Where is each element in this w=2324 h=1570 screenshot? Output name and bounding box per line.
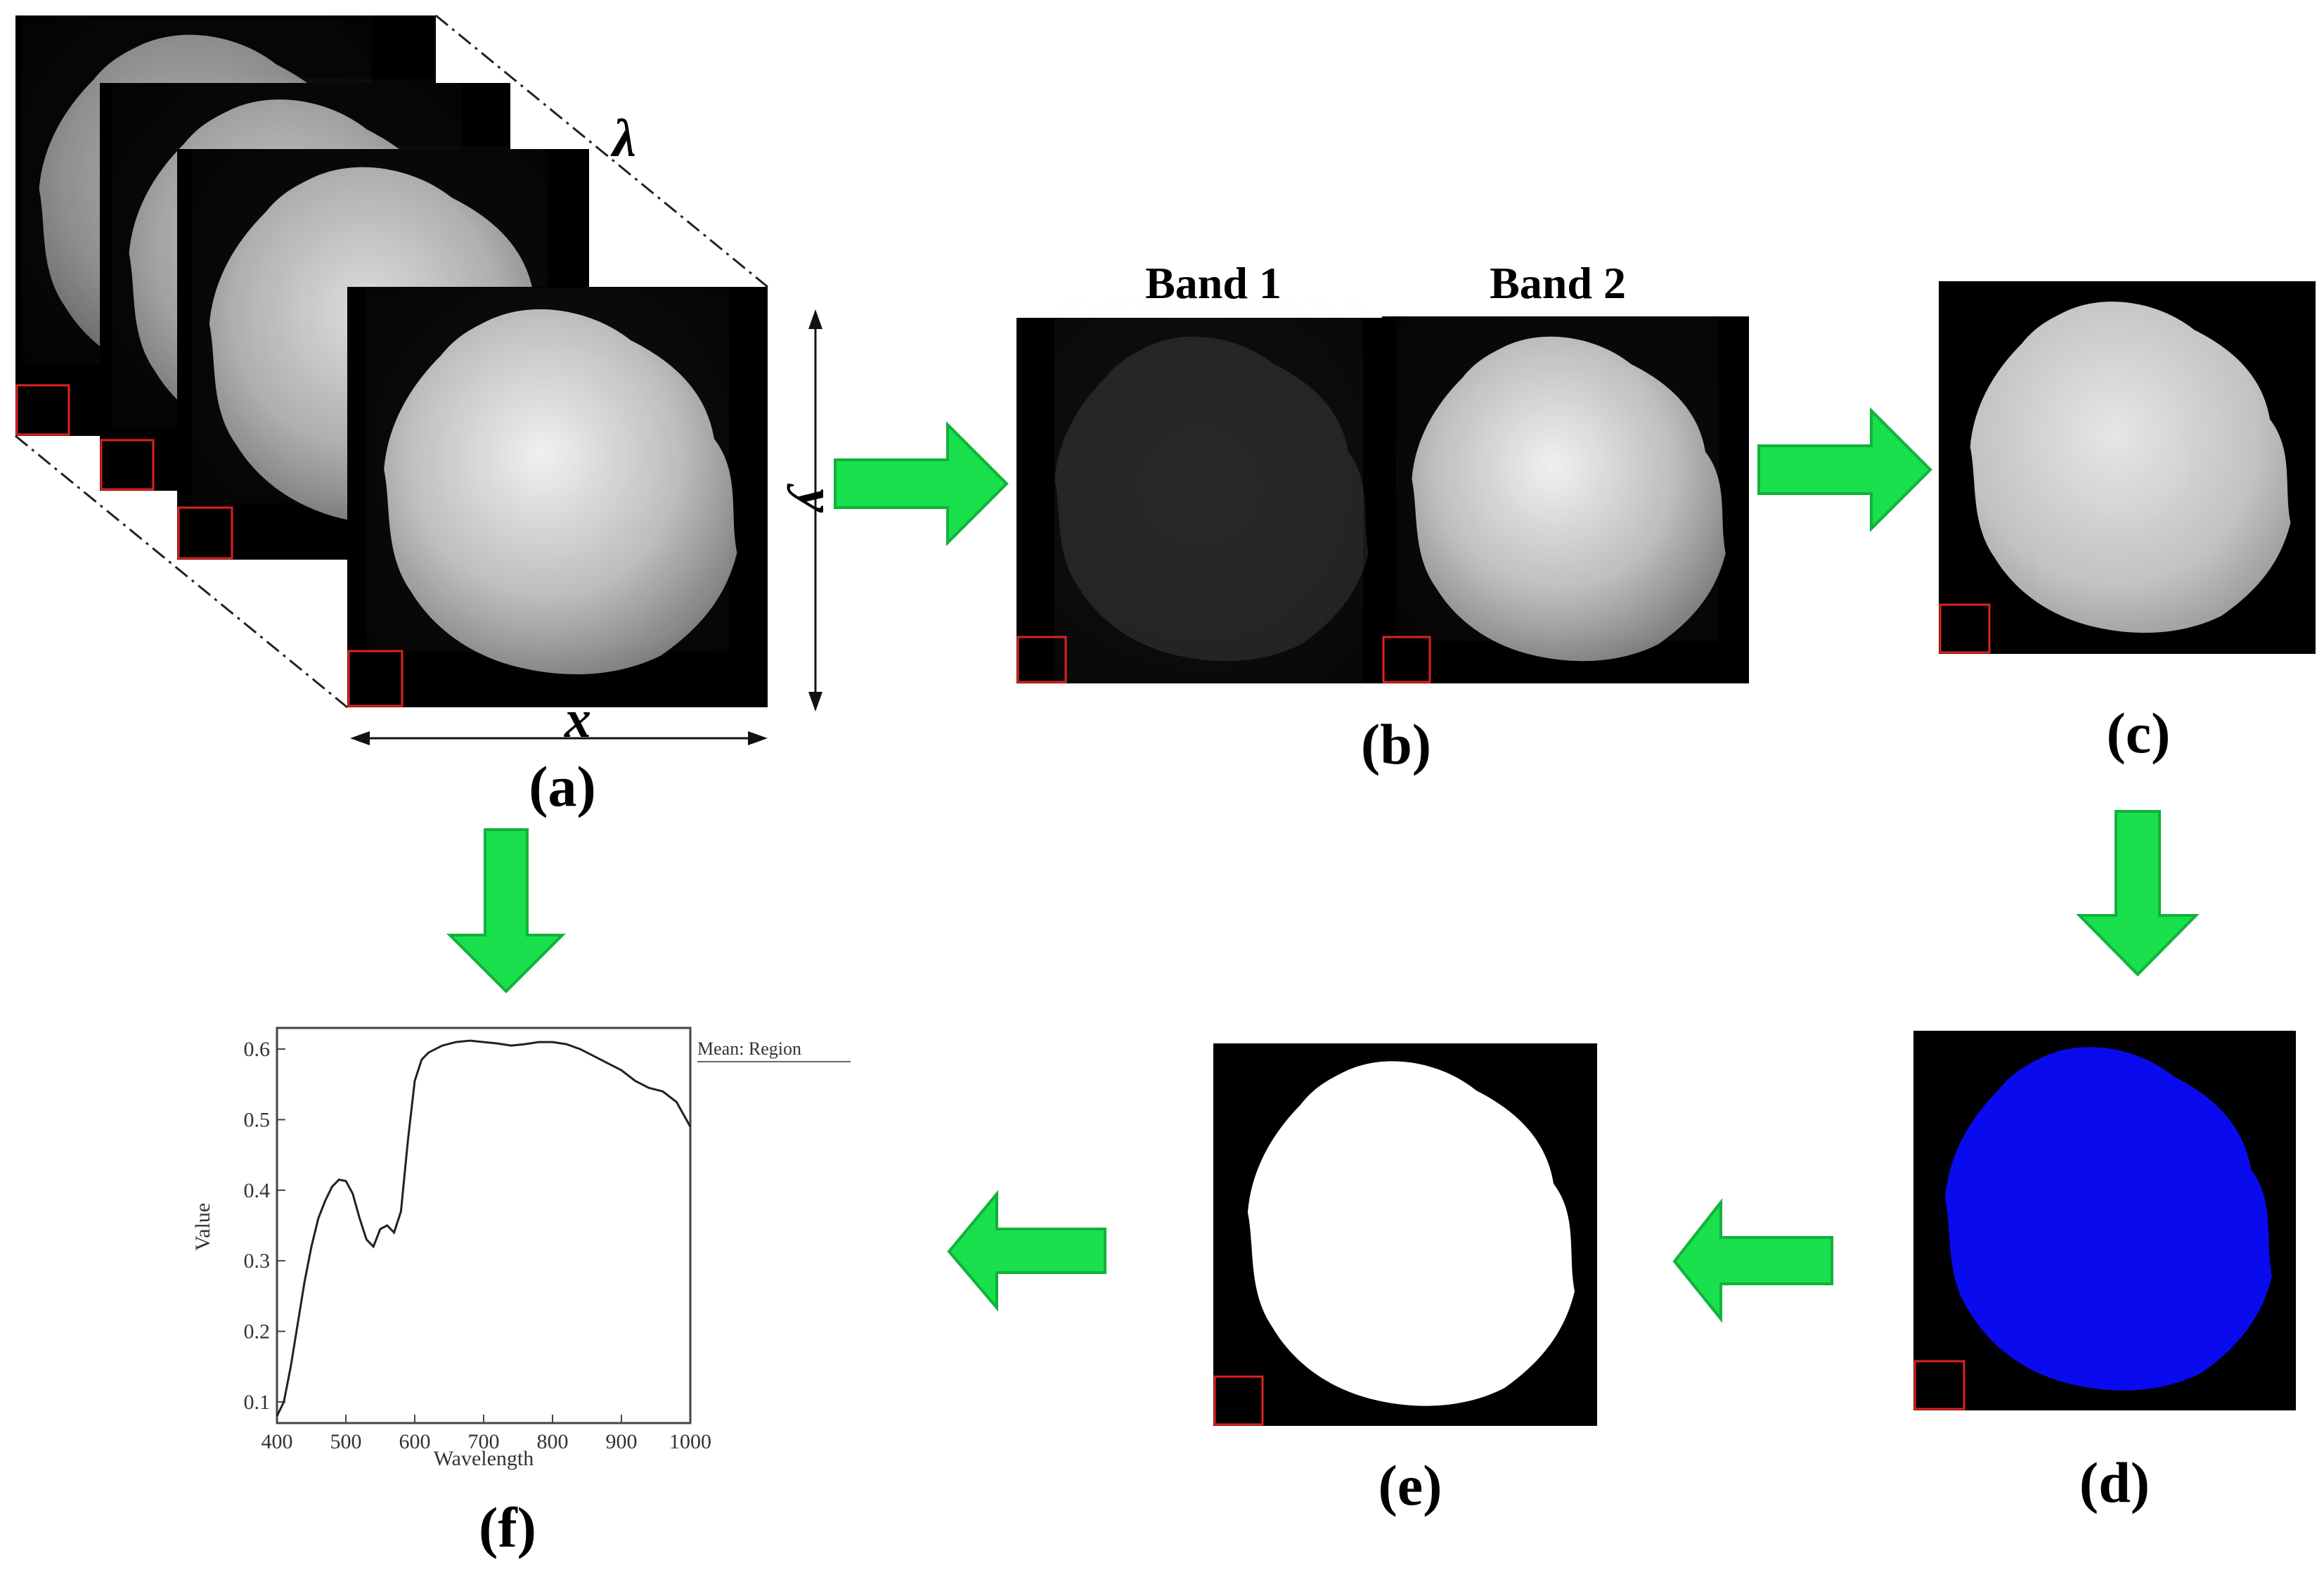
arrow-a-to-f [446, 828, 566, 993]
arrow-c-to-d [2076, 810, 2200, 977]
roi-box [1939, 603, 1991, 654]
band-1-image [1016, 318, 1382, 683]
panel-label-f: (f) [479, 1495, 536, 1559]
x-tick-label: 400 [262, 1430, 293, 1453]
panel-e: (e) [1213, 1043, 1597, 1517]
roi-box [1913, 1360, 1965, 1410]
y-tick-label: 0.6 [244, 1038, 271, 1061]
panel-label-d: (d) [2079, 1450, 2150, 1514]
band-2-label: Band 2 [1490, 258, 1626, 308]
panel-label-a: (a) [529, 754, 596, 818]
axis-lambda-label: λ [610, 109, 636, 168]
y-tick-label: 0.4 [244, 1179, 271, 1202]
roi-box [177, 506, 233, 560]
plot-frame [276, 1027, 692, 1424]
hypercube-stack: x y λ (a) [15, 14, 846, 818]
band-1-label: Band 1 [1145, 258, 1282, 308]
roi-box [347, 650, 404, 707]
y-axis-ticks: 0.1 0.2 0.3 0.4 0.5 0.6 [244, 1038, 285, 1414]
roi-box [15, 384, 70, 436]
arrow-b-to-c [1757, 407, 1932, 532]
arrow-a-to-b [834, 421, 1009, 546]
hypercube-layer-4 [347, 287, 768, 707]
band-2-image [1382, 316, 1749, 683]
panel-c: (c) [1939, 281, 2316, 765]
panel-d: (d) [1913, 1031, 2296, 1514]
x-tick-label: 800 [537, 1430, 569, 1453]
spectrum-chart: 0.1 0.2 0.3 0.4 0.5 0.6 400 500 600 700 800 900 100… [191, 1027, 851, 1559]
axis-x-label: x [564, 690, 591, 749]
roi-box [1382, 636, 1431, 683]
axis-y: y [787, 309, 846, 712]
axis-x: x [350, 690, 768, 749]
panel-b: Band 1 Band 2 (b) [1016, 258, 1749, 776]
arrow-d-to-e [1672, 1198, 1833, 1323]
x-axis-ticks: 400 500 600 700 800 900 1000 [262, 1415, 711, 1453]
roi-box [100, 439, 155, 491]
roi-box [1016, 636, 1067, 683]
roi-box [1213, 1375, 1264, 1426]
panel-label-e: (e) [1378, 1453, 1442, 1517]
y-tick-label: 0.3 [244, 1249, 271, 1273]
x-axis-label: Wavelength [434, 1447, 534, 1470]
y-tick-label: 0.1 [244, 1391, 271, 1414]
legend-entry: Mean: Region [697, 1038, 801, 1059]
y-tick-label: 0.2 [244, 1320, 271, 1344]
cube-edge-top [435, 14, 768, 288]
cube-edge-bottom [15, 435, 348, 709]
y-axis-label: Value [191, 1203, 214, 1251]
x-tick-label: 1000 [669, 1430, 711, 1453]
y-tick-label: 0.5 [244, 1108, 271, 1131]
x-tick-label: 700 [468, 1430, 500, 1453]
panel-label-c: (c) [2106, 701, 2170, 765]
x-tick-label: 900 [606, 1430, 638, 1453]
x-tick-label: 500 [330, 1430, 362, 1453]
x-tick-label: 600 [399, 1430, 431, 1453]
series-line-mean-region [276, 1039, 692, 1417]
panel-label-b: (b) [1361, 712, 1431, 776]
arrow-e-to-f [947, 1190, 1106, 1312]
